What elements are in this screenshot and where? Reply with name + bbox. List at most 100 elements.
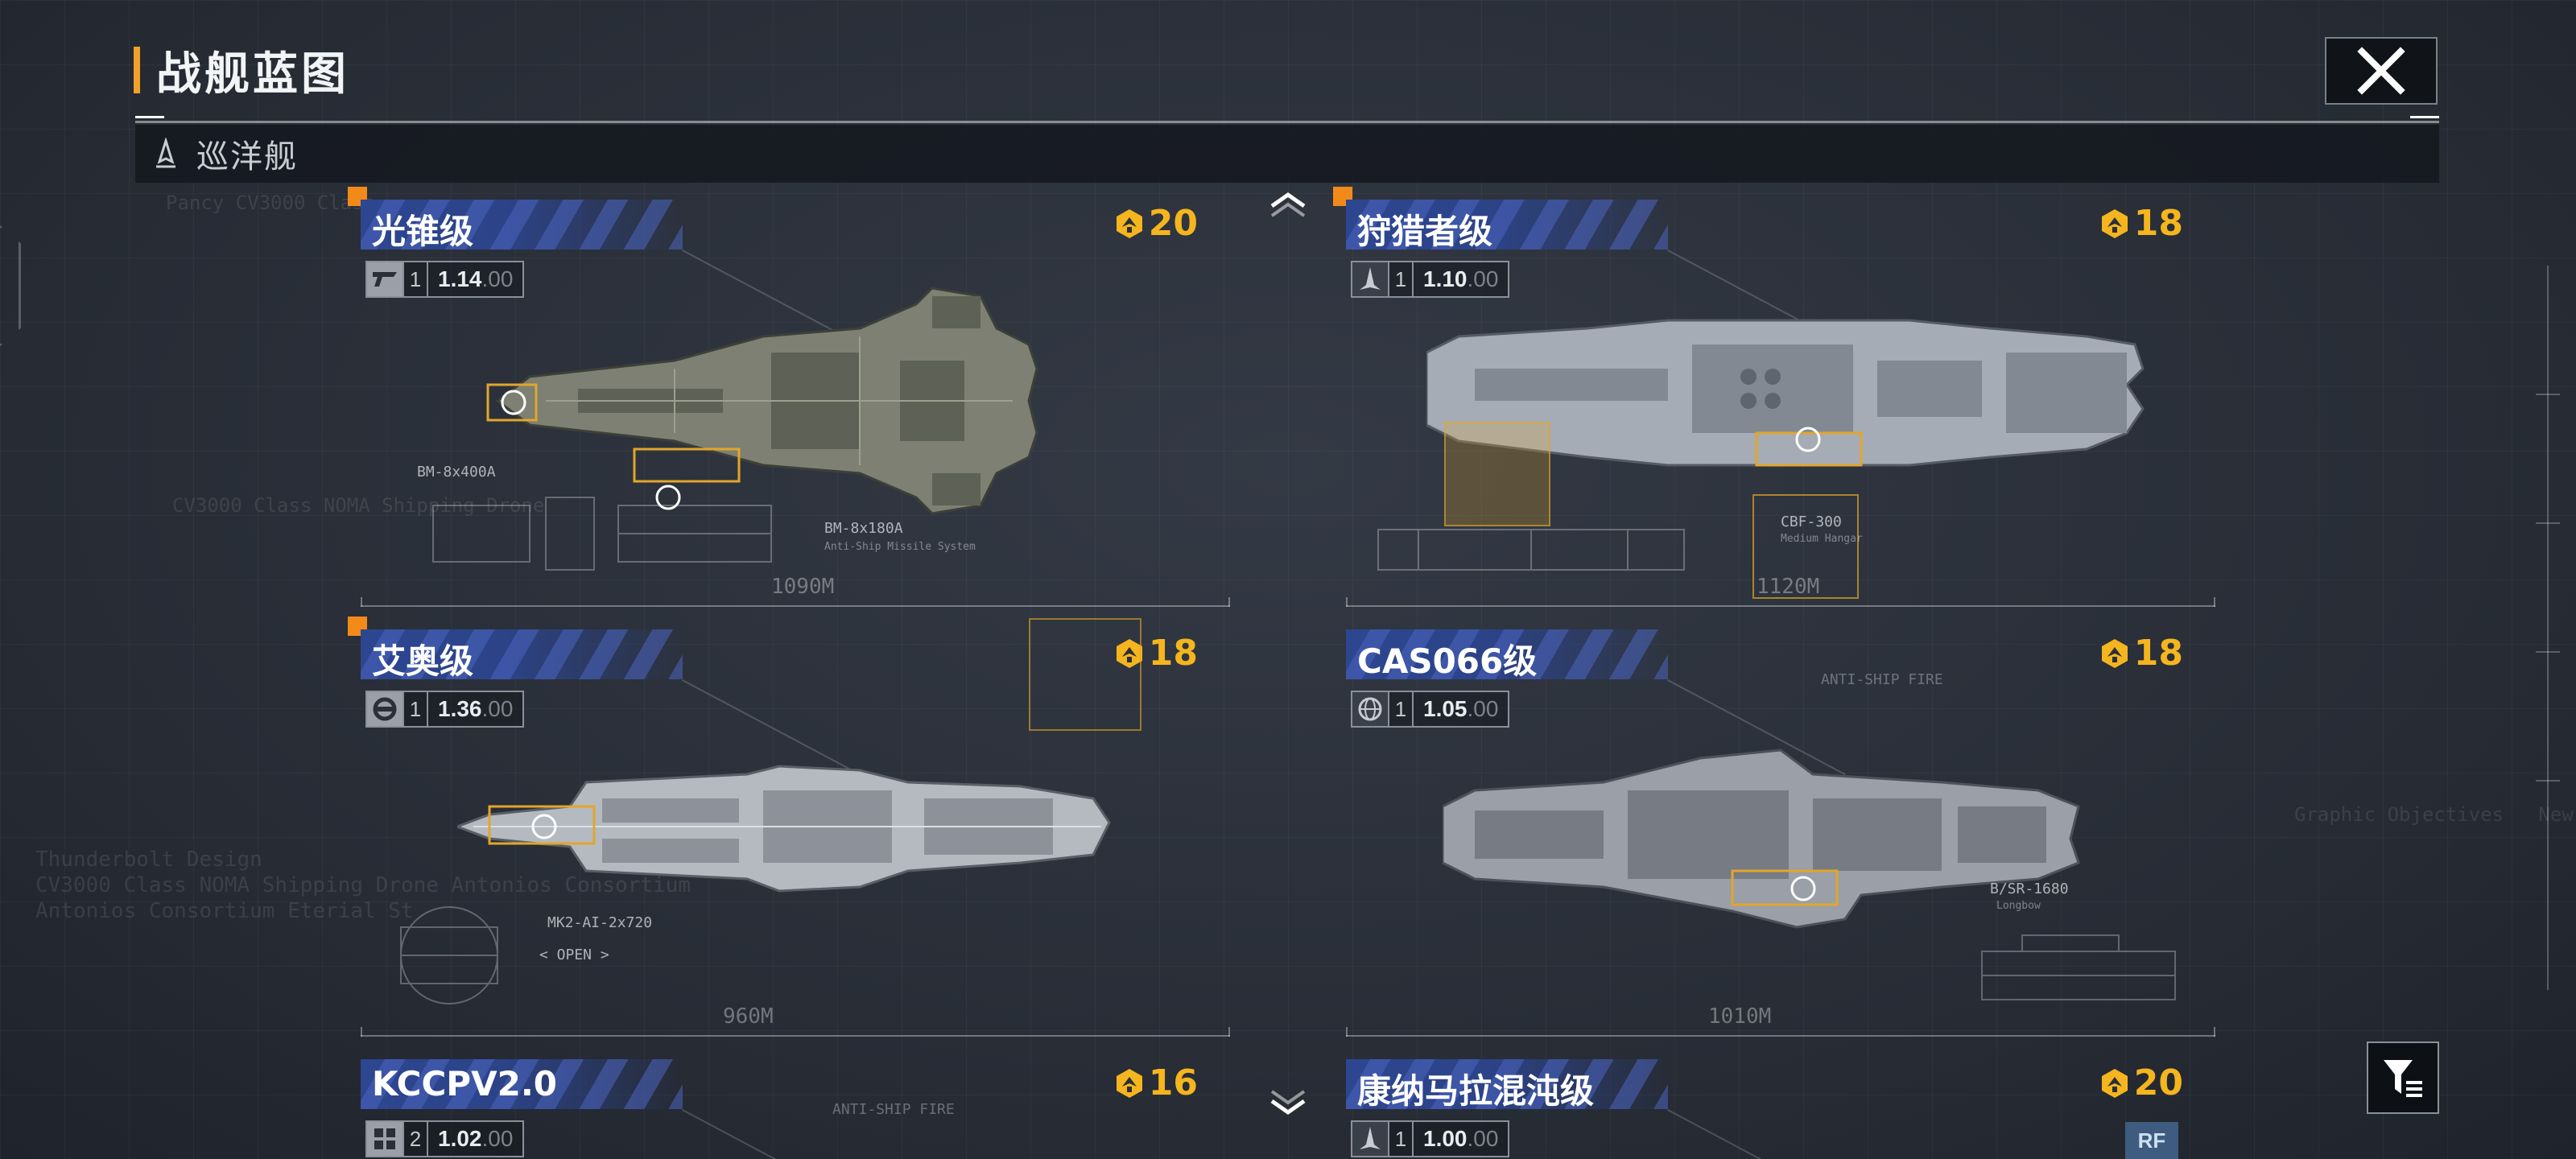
title-accent-bar: [134, 47, 140, 93]
ship-cost: 20: [1113, 203, 1198, 244]
background-text-right: Graphic Objectives New Generation: [2294, 803, 2574, 826]
blueprint-schematic: [1377, 529, 1685, 571]
ship-stat-box: 1 1.36.00: [365, 691, 525, 728]
highlight-box: [1752, 494, 1859, 599]
ship-badge: RF: [2125, 1122, 2178, 1159]
stat-value: 1.00.00: [1412, 1122, 1508, 1156]
cost-value: 20: [2133, 1062, 2183, 1103]
ship-name: 光锥级: [372, 212, 474, 251]
cost-value: 16: [1148, 1062, 1198, 1103]
ship-cost: 18: [1113, 633, 1198, 674]
ship-card-5[interactable]: KCCPV2.0 ANTI-SHIP FIRE 16 2 1.02.00: [361, 1059, 1230, 1159]
stat-level: 1: [1388, 1122, 1412, 1156]
ship-cost: 16: [1113, 1062, 1198, 1103]
ship-silhouette-icon: [1352, 262, 1388, 296]
ship-cost: 20: [2099, 1062, 2183, 1103]
stat-level: 1: [402, 262, 427, 296]
brand-icon: [367, 262, 402, 296]
filter-button[interactable]: [2367, 1041, 2439, 1114]
ship-stat-box: 2 1.02.00: [365, 1120, 525, 1157]
grid-icon: [367, 1122, 402, 1156]
cost-icon: [2099, 637, 2131, 670]
leader-line: [1667, 1109, 1846, 1159]
filter-icon: [2384, 1060, 2422, 1097]
highlight-box: [1029, 618, 1141, 731]
ship-card-3[interactable]: 艾奥级 18 1 1.36.00 MK2-AI-2x720 < OPEN > 9…: [348, 617, 1230, 1048]
close-button[interactable]: [2325, 37, 2438, 105]
ship-name: 康纳马拉混沌级: [1357, 1071, 1595, 1111]
ship-name-band: [361, 629, 683, 679]
ship-length: 1120M: [1757, 575, 1820, 599]
cost-icon: [1113, 1067, 1146, 1099]
ship-stat-box: 1 1.00.00: [1351, 1120, 1510, 1157]
ship-hull-image: [486, 287, 1038, 515]
background-text-upper: CV3000 Class NOMA Shipping Drone: [172, 494, 545, 517]
category-bar: 巡洋舰: [135, 125, 2439, 183]
background-text-block: Thunderbolt Design CV3000 Class NOMA Shi…: [35, 848, 691, 923]
ship-card-6[interactable]: 康纳马拉混沌级 20 1 1.00.00: [1346, 1059, 2215, 1159]
ship-cost: 18: [2099, 633, 2183, 674]
cost-icon: [2099, 208, 2131, 240]
ship-silhouette-icon: [1352, 1122, 1388, 1156]
cost-value: 18: [2133, 203, 2183, 244]
ship-length: 1090M: [771, 575, 835, 599]
ship-name: KCCPV2.0: [372, 1064, 557, 1103]
stat-level: 1: [402, 692, 427, 726]
weapon-sub-label: Medium Hangar: [1781, 533, 1863, 545]
ship-name-band: [361, 1059, 683, 1109]
blueprint-schematic: [1981, 934, 2176, 1000]
scroll-down-icon[interactable]: [1269, 1088, 1307, 1117]
stat-value: 1.10.00: [1412, 262, 1508, 296]
weapon-label-a: CBF-300: [1781, 514, 1842, 530]
top-label: ANTI-SHIP FIRE: [832, 1101, 955, 1118]
ship-card-1[interactable]: 光锥级 20 1 1.14.00 BM-8x400A BM-8x180A Ant…: [348, 187, 1230, 618]
stat-level: 2: [402, 1122, 427, 1156]
cost-icon: [2099, 1067, 2131, 1099]
blueprint-schematic: [400, 906, 498, 1004]
right-ruler-decoration: [2536, 266, 2560, 990]
ship-hull-image: [457, 765, 1111, 893]
ship-name-band: [1346, 200, 1668, 250]
ship-length: 960M: [723, 1004, 774, 1029]
stat-value: 1.36.00: [427, 692, 522, 726]
weapon-label-a: B/SR-1680: [1990, 881, 2069, 897]
page-title: 战舰蓝图: [156, 47, 349, 101]
ship-name: 艾奥级: [372, 641, 474, 681]
ship-name-band: [1346, 1059, 1668, 1109]
stat-value: 1.05.00: [1412, 692, 1508, 726]
open-label: < OPEN >: [539, 947, 609, 963]
page-title-bar: 战舰蓝图: [134, 42, 349, 101]
ring-logo-icon: [367, 692, 402, 726]
blueprint-schematic: [432, 497, 772, 571]
category-label: 巡洋舰: [196, 138, 298, 175]
weapon-label-a: BM-8x400A: [417, 464, 496, 481]
weapon-sub-label: Anti-Ship Missile System: [824, 541, 976, 553]
ship-name-band: [361, 200, 683, 250]
card-baseline: [361, 597, 1230, 607]
cruiser-icon: [156, 138, 175, 168]
ship-cost: 18: [2099, 203, 2183, 244]
scroll-up-icon[interactable]: [1269, 190, 1307, 219]
ship-card-2[interactable]: 狩猎者级 18 1 1.10.00 CBF-300 Medium Hangar …: [1333, 187, 2215, 618]
ship-name: 狩猎者级: [1357, 212, 1493, 251]
background-text-small: Pancy CV3000 Class: [166, 192, 376, 214]
weapon-label-b: BM-8x180A: [824, 520, 903, 537]
cost-icon: [1113, 208, 1146, 240]
card-baseline: [1346, 597, 2215, 607]
ship-stat-box: 1 1.05.00: [1351, 691, 1510, 728]
ship-card-4[interactable]: CAS066级 18 1 1.05.00 ANTI-SHIP FIRE B/SR…: [1346, 629, 2215, 1048]
stat-value: 1.14.00: [427, 262, 522, 296]
stat-level: 1: [1388, 692, 1412, 726]
ship-hull-image: [1443, 749, 2080, 929]
weapon-sub-label: Longbow: [1996, 900, 2041, 912]
ship-hull-image: [1426, 319, 2145, 467]
weapon-label-a: MK2-AI-2x720: [547, 914, 653, 931]
cost-value: 18: [1148, 633, 1198, 674]
card-baseline: [1346, 1027, 2215, 1037]
ship-stat-box: 1 1.10.00: [1351, 261, 1510, 298]
globe-icon: [1352, 692, 1388, 726]
ship-stat-box: 1 1.14.00: [365, 261, 525, 298]
card-baseline: [361, 1027, 1230, 1037]
stat-value: 1.02.00: [427, 1122, 522, 1156]
ship-length: 1010M: [1708, 1004, 1772, 1029]
